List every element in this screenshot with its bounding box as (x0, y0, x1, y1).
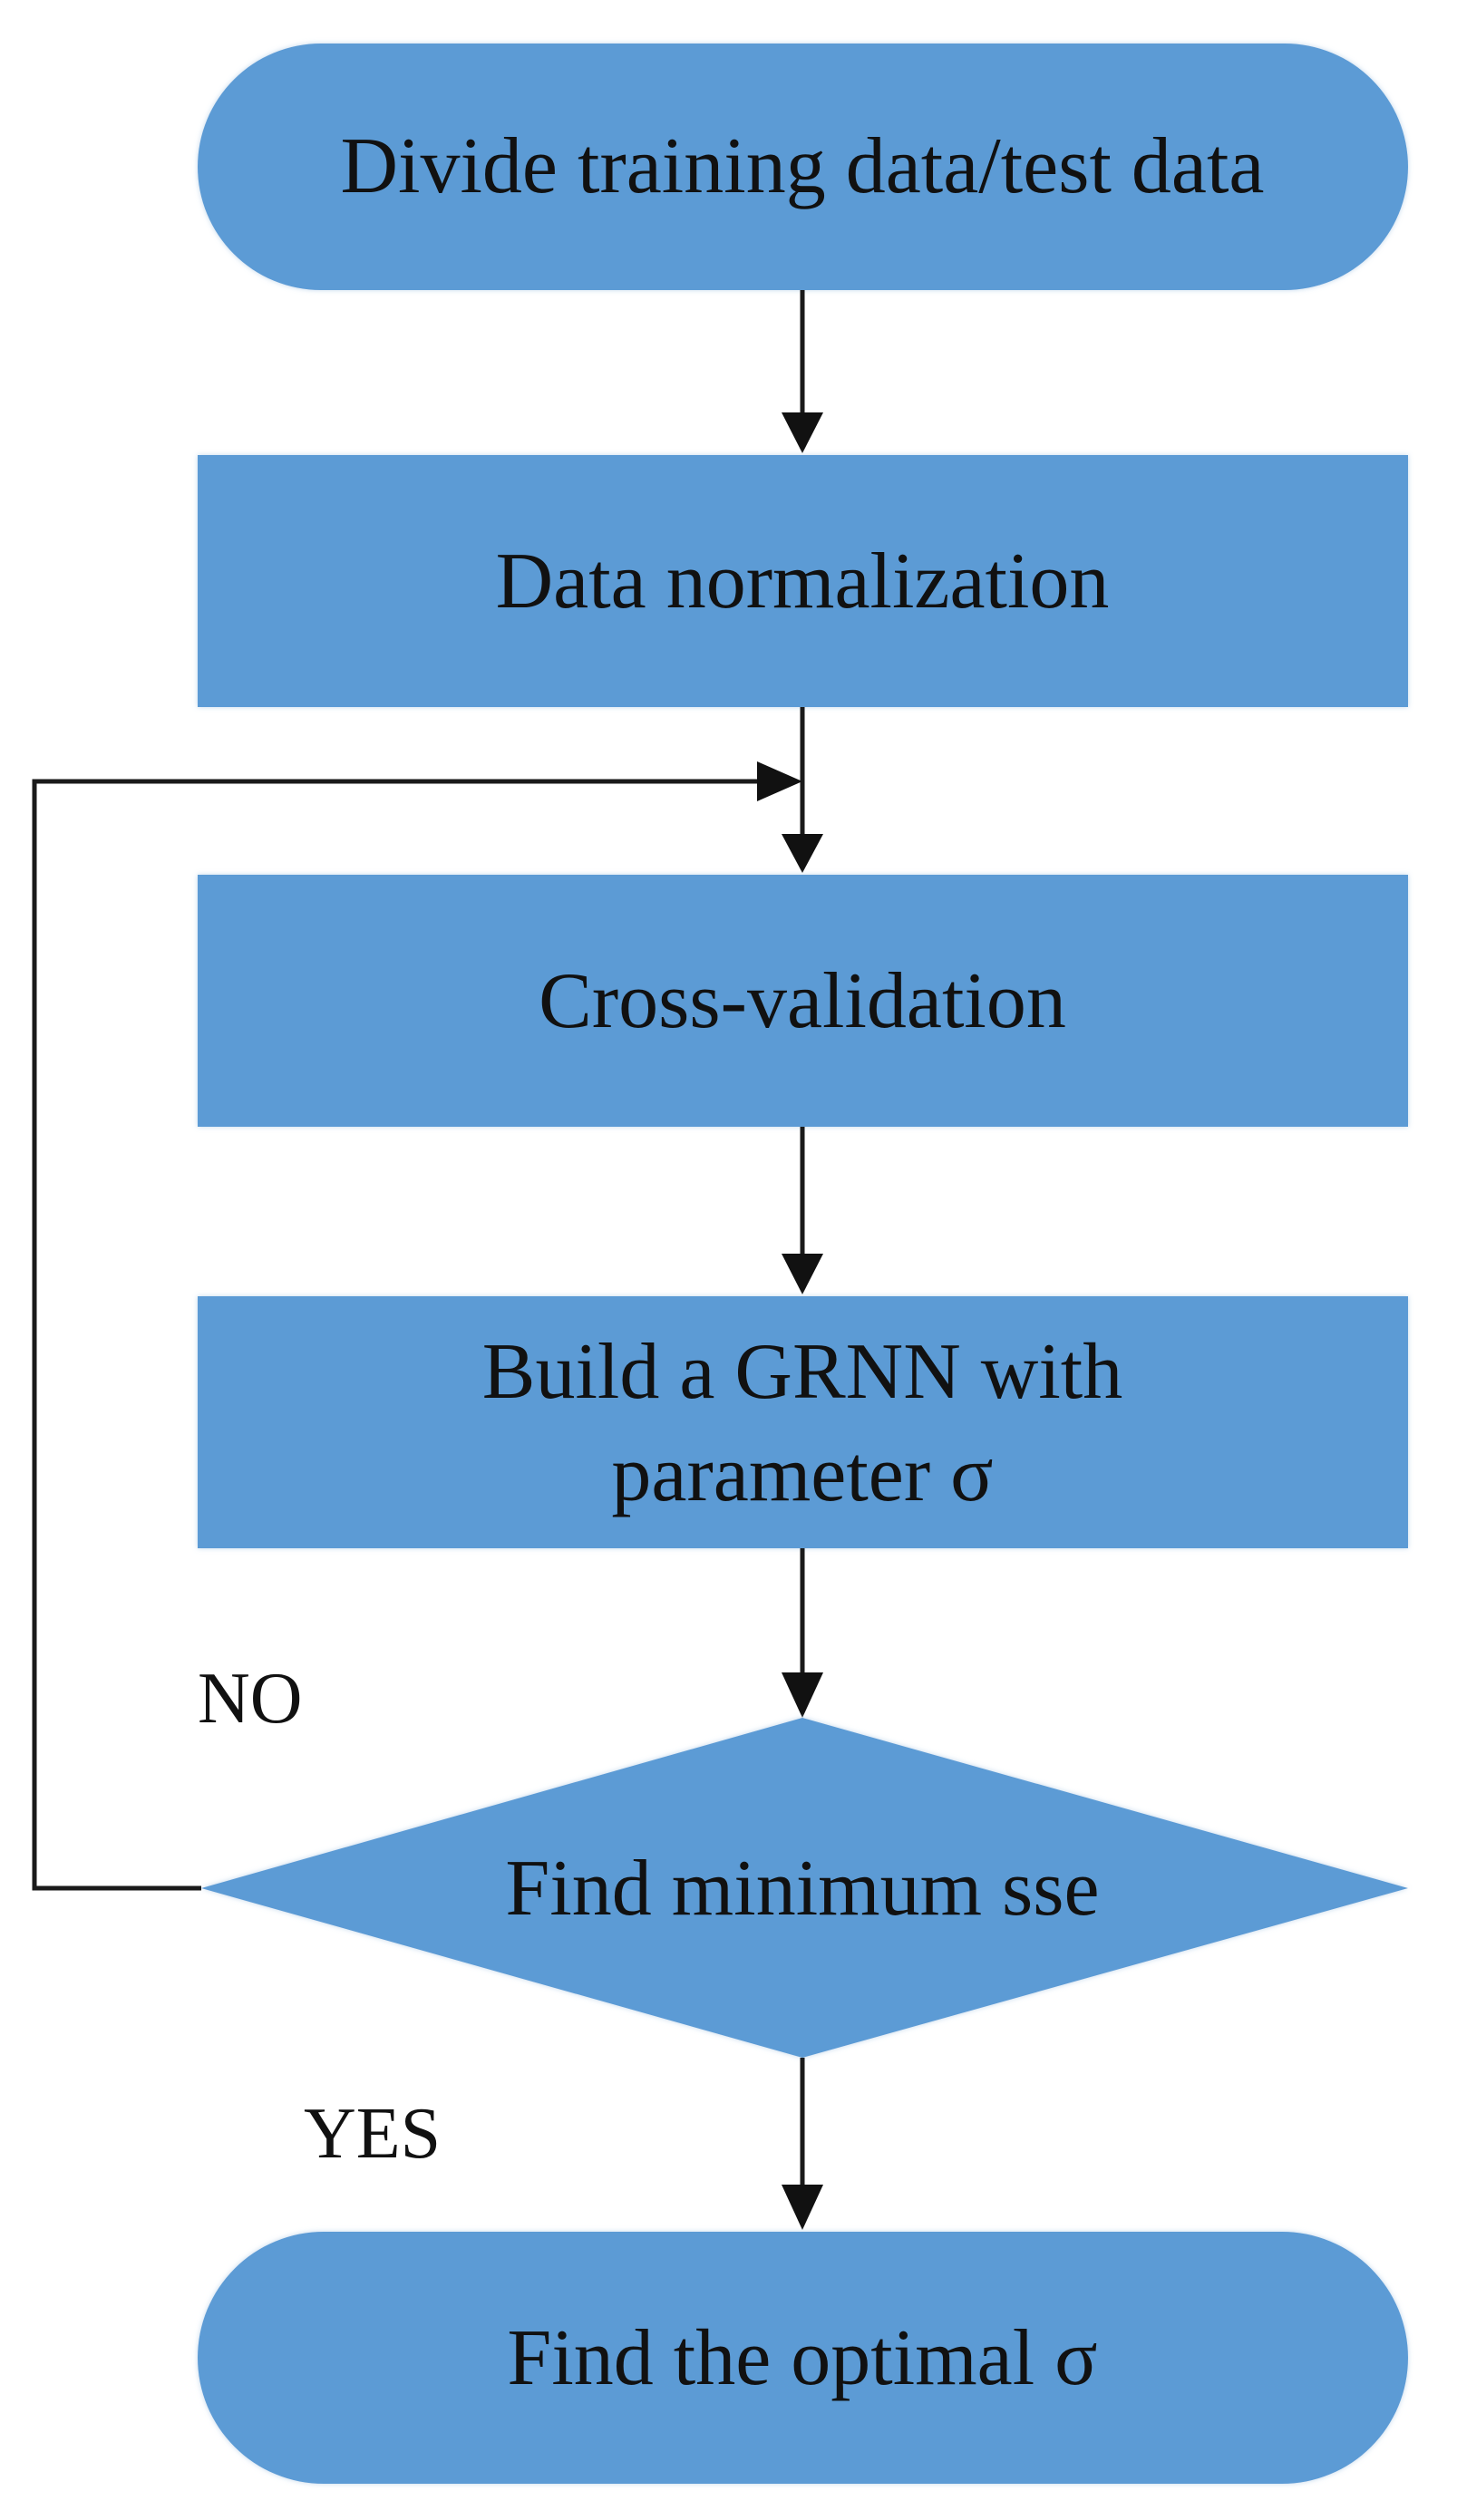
edge-decision-no-loop (32, 761, 802, 1891)
build-grnn-node-label-line1: Build a GRNN with (482, 1328, 1122, 1416)
end-node-label: Find the optimal σ (507, 2314, 1097, 2402)
cross-validation-node: Cross-validation (198, 875, 1408, 1127)
decision-node-label: Find minimum sse (505, 1845, 1099, 1933)
arrowhead (782, 2185, 823, 2230)
start-node: Divide training data/test data (198, 44, 1408, 290)
arrowhead (782, 412, 823, 453)
cross-validation-node-label: Cross-validation (539, 957, 1066, 1045)
arrowhead (782, 834, 823, 873)
build-grnn-node-label-line2: parameter σ (611, 1430, 993, 1518)
edge-start-to-normalize (782, 290, 823, 453)
start-node-label: Divide training data/test data (340, 122, 1264, 210)
edge-build-to-decision (782, 1548, 823, 1718)
yes-edge-label: YES (304, 2094, 441, 2174)
no-edge-label: NO (198, 1659, 303, 1739)
normalize-node: Data normalization (198, 455, 1408, 707)
edge-decision-yes-to-end (782, 2058, 823, 2230)
end-node: Find the optimal σ (198, 2232, 1408, 2484)
edge-cross-validation-to-build (782, 1127, 823, 1294)
arrowhead (757, 761, 802, 801)
normalize-node-label: Data normalization (496, 538, 1110, 625)
build-grnn-node: Build a GRNN with parameter σ (198, 1296, 1408, 1548)
arrowhead (782, 1672, 823, 1718)
edge-normalize-to-cross-validation (782, 707, 823, 873)
arrowhead (782, 1254, 823, 1294)
decision-node: Find minimum sse (201, 1718, 1408, 2058)
